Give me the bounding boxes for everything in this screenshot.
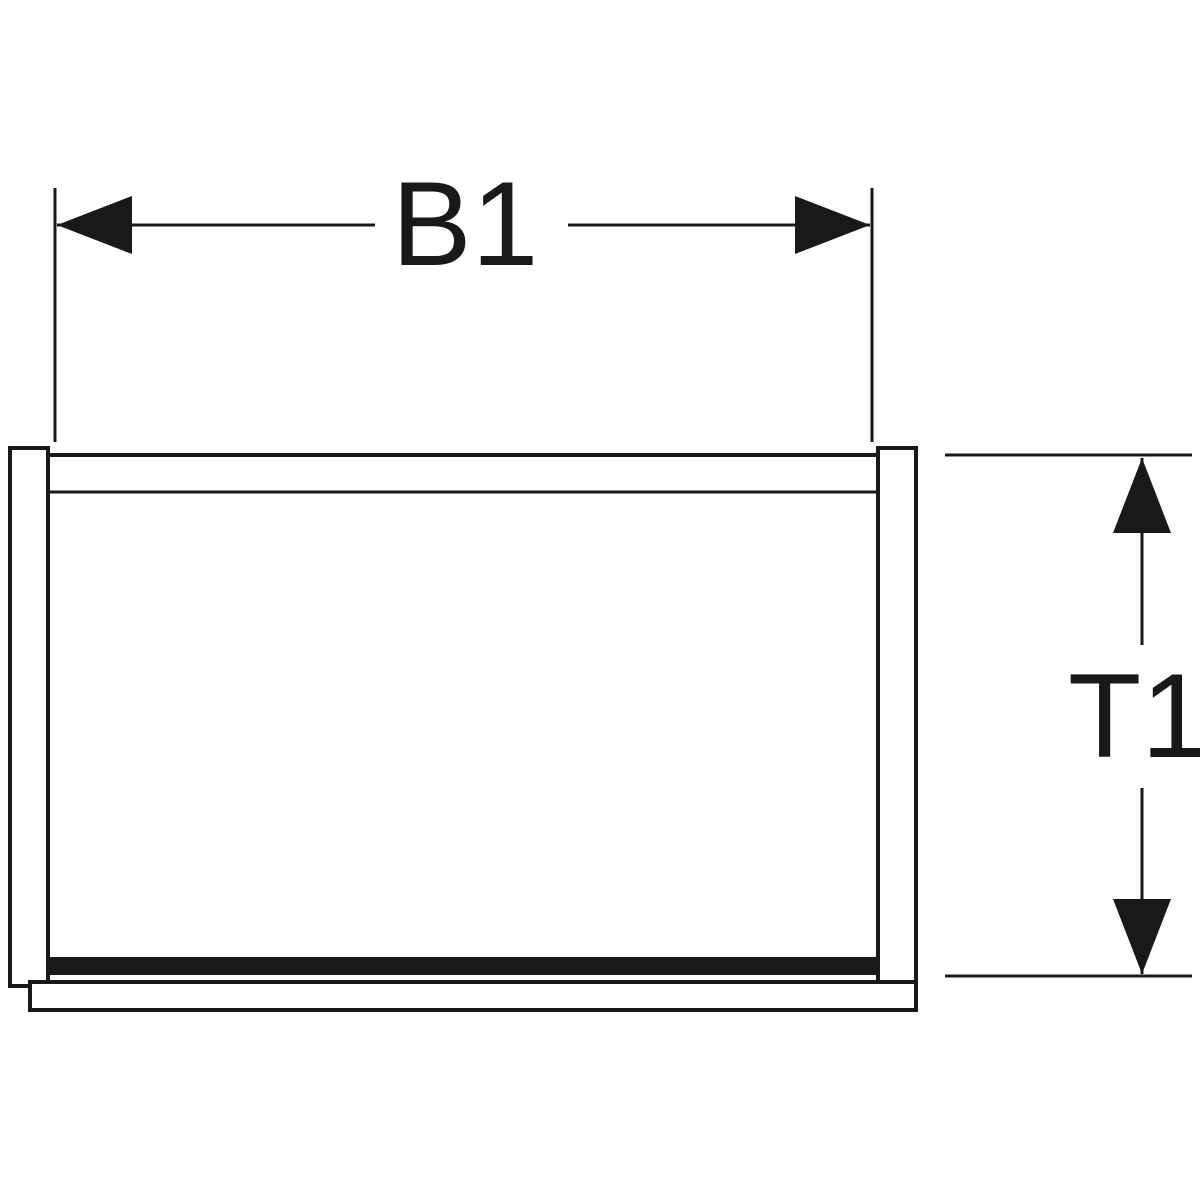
b1-dimension-label: B1 — [392, 157, 539, 291]
b1-right-arrowhead-icon — [795, 196, 870, 254]
b1-dimension-group: B1 — [53, 157, 874, 442]
cabinet-left-side-panel — [8, 446, 50, 988]
cabinet-right-side-panel — [876, 446, 918, 988]
t1-up-arrowhead-icon — [1113, 458, 1171, 533]
b1-left-arrowhead-icon — [57, 196, 132, 254]
cabinet-body-outline — [46, 453, 880, 974]
t1-dimension-group: T1 — [945, 453, 1200, 978]
t1-dimension-label: T1 — [1068, 649, 1200, 783]
cabinet-top-view — [8, 446, 918, 1012]
cabinet-front-rail-band — [48, 957, 878, 975]
t1-down-arrowhead-icon — [1113, 899, 1171, 974]
cabinet-front-plinth-band — [28, 980, 918, 1012]
